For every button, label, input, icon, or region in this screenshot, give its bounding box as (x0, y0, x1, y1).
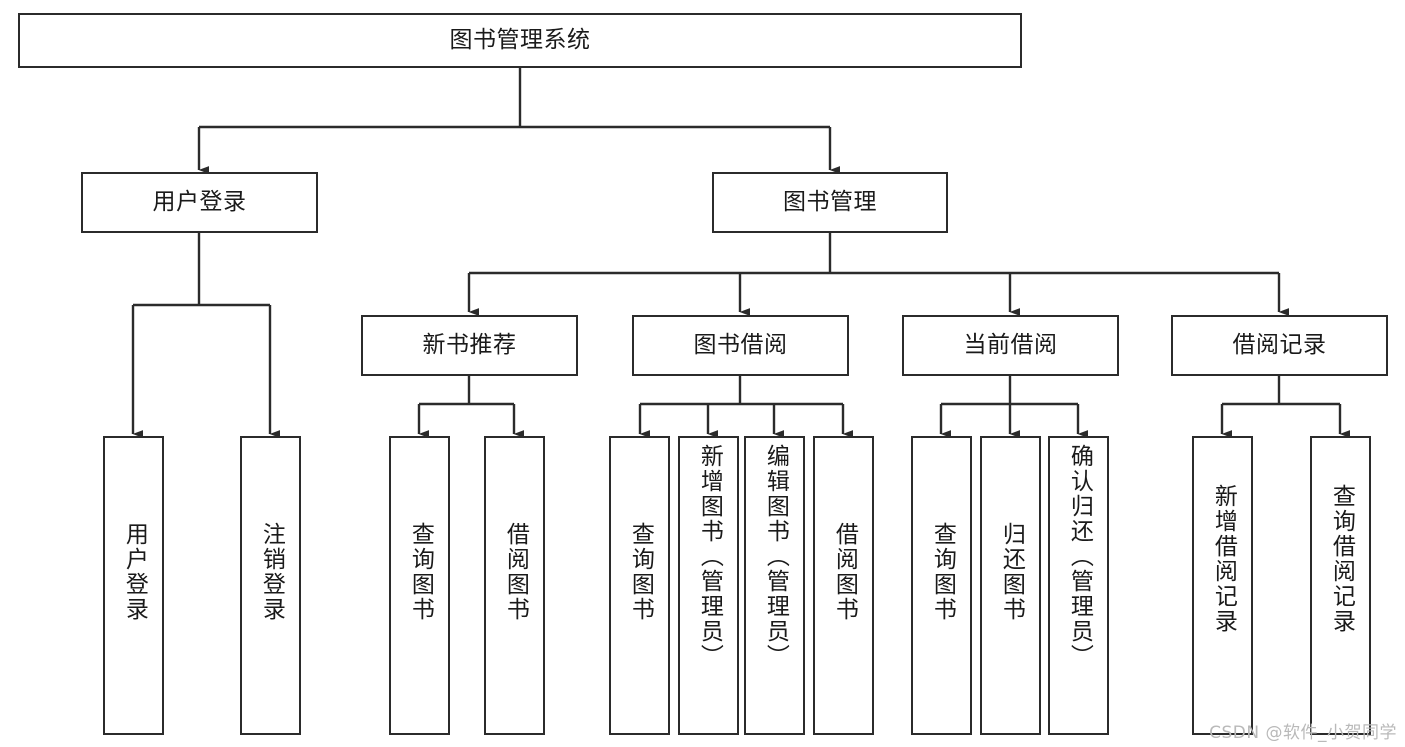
node-root-system[interactable]: 图书管理系统 (18, 13, 1022, 68)
node-borrow-record[interactable]: 借阅记录 (1171, 315, 1388, 376)
node-leaf-return-book[interactable]: 归还图书 (980, 436, 1041, 735)
node-label: 查询图书 (929, 522, 956, 622)
node-label: 用户登录 (152, 189, 247, 216)
node-label: 确认归还（管理员） (1066, 444, 1093, 669)
node-label: 新书推荐 (422, 332, 517, 359)
node-leaf-edit-book-admin[interactable]: 编辑图书（管理员） (744, 436, 805, 735)
node-leaf-borrow-book-borrow[interactable]: 借阅图书 (813, 436, 874, 735)
node-label: 借阅图书 (831, 522, 858, 622)
node-leaf-confirm-return-admin[interactable]: 确认归还（管理员） (1048, 436, 1109, 735)
node-leaf-add-borrow-record[interactable]: 新增借阅记录 (1192, 436, 1253, 735)
node-label: 借阅图书 (502, 522, 529, 622)
node-label: 归还图书 (998, 522, 1025, 622)
node-label: 查询图书 (407, 522, 434, 622)
node-book-borrow[interactable]: 图书借阅 (632, 315, 849, 376)
node-leaf-borrow-book-new[interactable]: 借阅图书 (484, 436, 545, 735)
node-leaf-logout[interactable]: 注销登录 (240, 436, 301, 735)
node-label: 借阅记录 (1232, 332, 1327, 359)
node-label: 新增借阅记录 (1210, 484, 1237, 634)
node-leaf-query-book-new[interactable]: 查询图书 (389, 436, 450, 735)
csdn-watermark: CSDN @软件_小贺同学 (1209, 723, 1397, 743)
node-leaf-add-book-admin[interactable]: 新增图书（管理员） (678, 436, 739, 735)
node-leaf-query-book-current[interactable]: 查询图书 (911, 436, 972, 735)
node-book-manage[interactable]: 图书管理 (712, 172, 948, 233)
node-label: 当前借阅 (963, 332, 1058, 359)
node-leaf-query-borrow-record[interactable]: 查询借阅记录 (1310, 436, 1371, 735)
node-label: 图书管理系统 (449, 27, 591, 54)
node-leaf-query-book-borrow[interactable]: 查询图书 (609, 436, 670, 735)
node-leaf-user-login[interactable]: 用户登录 (103, 436, 164, 735)
node-label: 查询图书 (627, 522, 654, 622)
node-label: 编辑图书（管理员） (762, 444, 789, 669)
node-label: 注销登录 (258, 522, 285, 622)
node-label: 用户登录 (121, 522, 148, 622)
node-label: 图书借阅 (693, 332, 788, 359)
node-label: 新增图书（管理员） (696, 444, 723, 669)
node-label: 图书管理 (783, 189, 877, 216)
node-label: 查询借阅记录 (1328, 484, 1355, 634)
node-new-book-recommend[interactable]: 新书推荐 (361, 315, 578, 376)
node-user-login[interactable]: 用户登录 (81, 172, 318, 233)
node-current-borrow[interactable]: 当前借阅 (902, 315, 1119, 376)
